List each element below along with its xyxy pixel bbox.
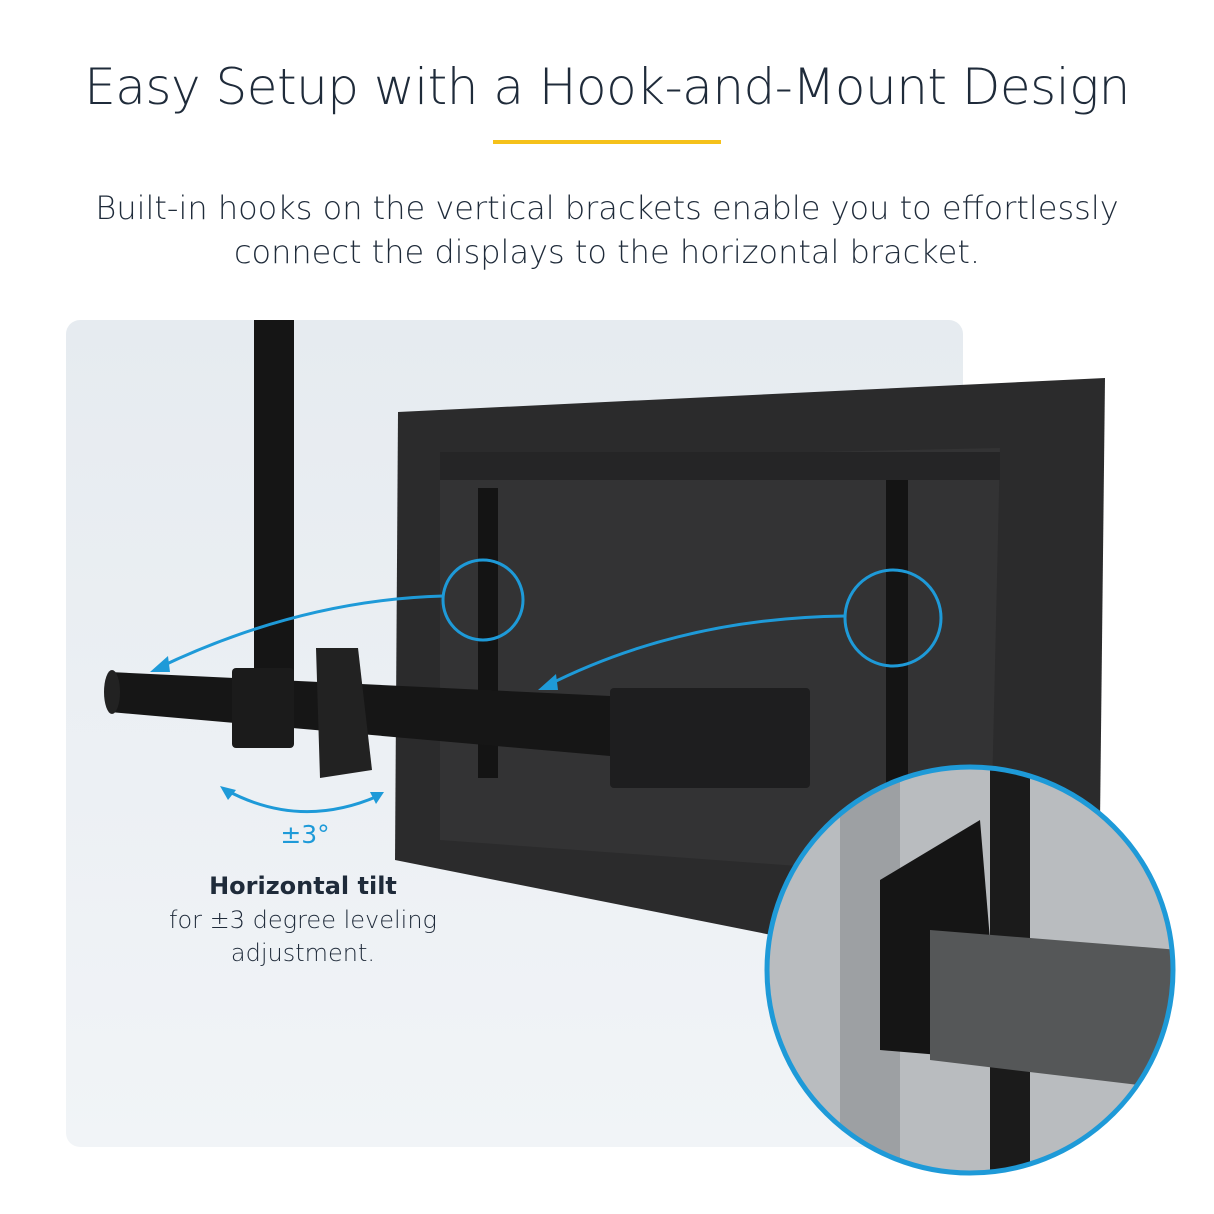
tv-vent [440, 452, 1000, 480]
tilt-description-line-2: adjustment. [230, 939, 376, 967]
tilt-plate [316, 648, 372, 778]
tilt-description-line-1: for ±3 degree leveling [169, 906, 437, 934]
tilt-arc [225, 788, 379, 814]
arrow-head-icon [538, 674, 558, 690]
title-underline [493, 140, 721, 144]
tilt-arrow-head-icon [220, 786, 236, 800]
tilt-angle-label: ±3° [280, 820, 330, 849]
arrow-left-hook [157, 594, 444, 670]
bar-end-cap [104, 670, 120, 714]
io-panel [610, 688, 810, 788]
hook-detail-inset [767, 767, 1173, 1173]
page-title: Easy Setup with a Hook-and-Mount Design [84, 58, 1130, 116]
arrow-head-icon [150, 656, 170, 672]
tv-inner-panel [440, 448, 1000, 880]
subtitle-line-2: connect the displays to the horizontal b… [233, 233, 981, 271]
tilt-heading: Horizontal tilt [209, 872, 397, 900]
subtitle: Built-in hooks on the vertical brackets … [0, 186, 1214, 274]
hook-callout-left [441, 558, 525, 642]
hook-callout-right [843, 568, 943, 668]
arrow-right-hook [545, 614, 846, 688]
tilt-arrow-head-icon [370, 792, 384, 804]
tilt-description: for ±3 degree leveling adjustment. [150, 904, 456, 970]
mount-head [232, 668, 294, 748]
subtitle-line-1: Built-in hooks on the vertical brackets … [95, 189, 1119, 227]
vertical-bracket-right [886, 480, 908, 800]
inset-border [764, 764, 1176, 1176]
